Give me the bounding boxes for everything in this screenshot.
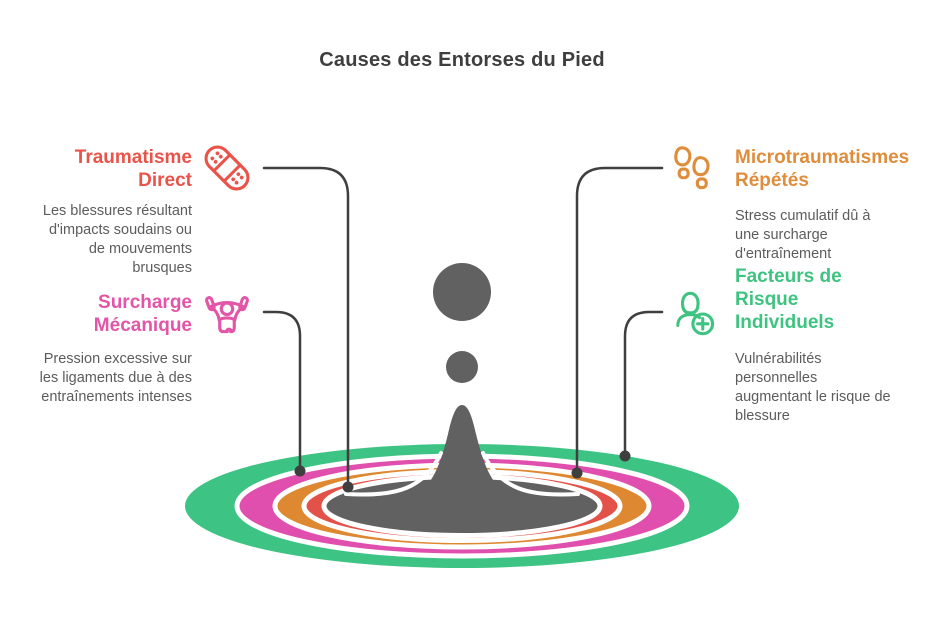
splash-left-highlight [344, 451, 443, 497]
connector-microtraumatismes [575, 166, 664, 473]
cause-description-traumatisme-direct: Les blessures résultant d'impacts soudai… [42, 203, 192, 276]
connector-surcharge-mecanique [262, 310, 302, 471]
cause-heading-facteurs-risque: Facteurs de Risque Individuels [735, 266, 842, 333]
cause-heading-surcharge-mecanique: Surcharge Mécanique [93, 292, 192, 336]
person-plus-icon [668, 286, 724, 342]
droplet-small [446, 351, 478, 383]
connector-dot-facteurs-risque [619, 450, 631, 462]
bandage-icon [199, 140, 255, 196]
splash-right-highlight [481, 451, 580, 497]
splash-column [388, 405, 536, 506]
footprints-icon [668, 140, 724, 196]
connector-facteurs-risque [623, 310, 664, 456]
weightlifter-icon [199, 286, 255, 342]
cause-description-microtraumatismes: Stress cumulatif dû à une surcharge d'en… [735, 208, 871, 262]
cause-description-facteurs-risque: Vulnérabilités personnelles augmentant l… [735, 351, 891, 424]
cause-description-surcharge-mecanique: Pression excessive sur les ligaments due… [39, 351, 192, 405]
droplet-large [433, 263, 491, 321]
cause-heading-traumatisme-direct: Traumatisme Direct [74, 147, 192, 191]
connector-dot-traumatisme-direct [342, 481, 354, 493]
page-title: Causes des Entorses du Pied [319, 49, 605, 71]
cause-heading-microtraumatismes: Microtraumatismes Répétés [735, 147, 910, 191]
connector-dot-microtraumatismes [571, 467, 583, 479]
connector-traumatisme-direct [262, 166, 350, 487]
connector-dot-surcharge-mecanique [294, 465, 306, 477]
